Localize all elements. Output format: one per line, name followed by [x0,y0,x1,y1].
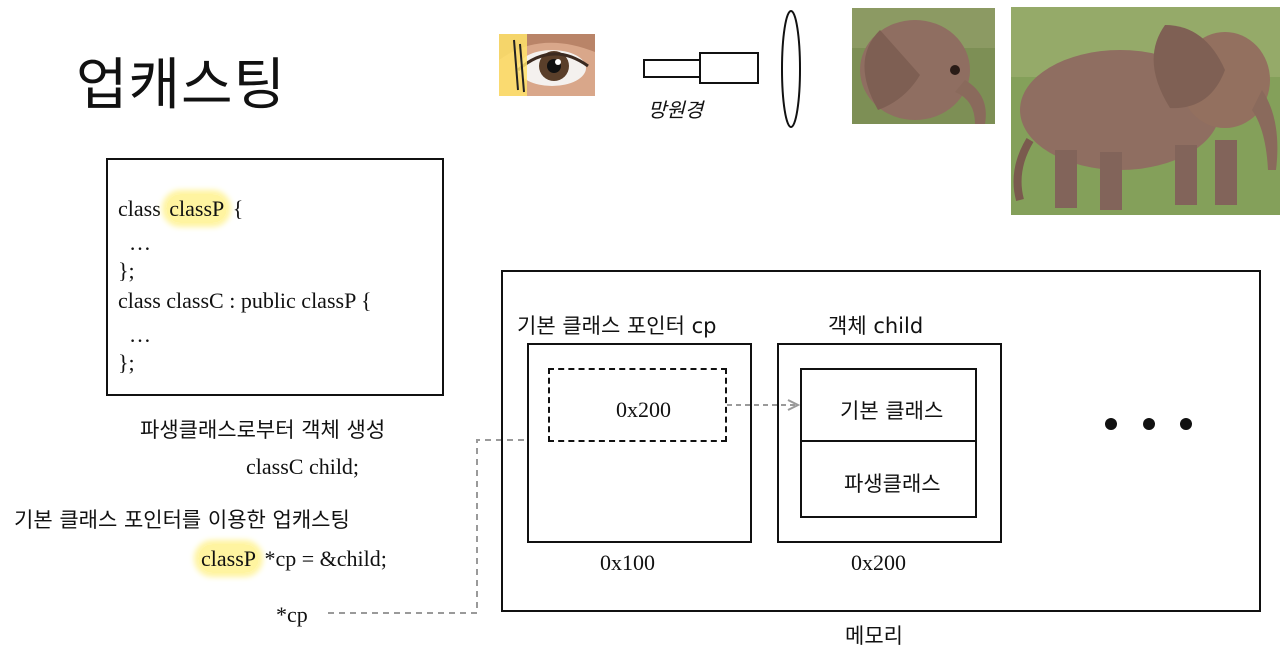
ellipsis-dot-2 [1143,418,1155,430]
upcast-code-rest: *cp = &child; [259,546,387,571]
object-box-title: 객체 child [828,314,924,338]
object-divider [800,440,977,442]
elephant-small-image [852,8,995,124]
pointer-address: 0x100 [600,550,655,575]
code-line-3: }; [118,258,135,283]
ellipsis-dot-3 [1180,418,1192,430]
object-base-part: 기본 클래스 [840,399,944,423]
telescope-icon [643,52,759,84]
code-line-6: }; [118,350,135,375]
code-box: class classP { … }; class classC : publi… [106,158,444,396]
pointer-value: 0x200 [616,397,671,422]
code-highlight-classp: classP [166,194,228,223]
cp-label: *cp [276,602,308,627]
code-keyword: class [118,196,167,221]
upcast-code: classP *cp = &child; [198,544,387,573]
object-address: 0x200 [851,550,906,575]
pointer-box [527,343,752,543]
code-line-1: class classP { [118,194,244,223]
code-line-2: … [118,230,151,255]
ellipsis-dot-1 [1105,418,1117,430]
code-line-4: class classC : public classP { [118,288,372,313]
page-title: 업캐스팅 [76,53,287,118]
elephant-large-image [1011,7,1280,215]
upcast-code-highlight: classP [198,544,259,573]
object-box [777,343,1002,543]
memory-box [501,270,1261,612]
pointer-value-box [548,368,727,442]
pointer-arrow-head [787,399,801,411]
object-inner-box [800,368,977,518]
derive-object-code: classC child; [246,454,360,479]
upcast-description: 기본 클래스 포인터를 이용한 업캐스팅 [14,508,350,532]
object-derived-part: 파생클래스 [844,472,941,496]
memory-label: 메모리 [845,624,903,648]
pointer-box-title: 기본 클래스 포인터 cp [517,314,717,338]
lens-icon [781,10,801,128]
telescope-label: 망원경 [648,98,704,122]
eye-illustration [499,34,595,96]
code-brace: { [227,196,244,221]
derive-object-caption: 파생클래스로부터 객체 생성 [140,418,386,442]
code-line-5: … [118,322,151,347]
